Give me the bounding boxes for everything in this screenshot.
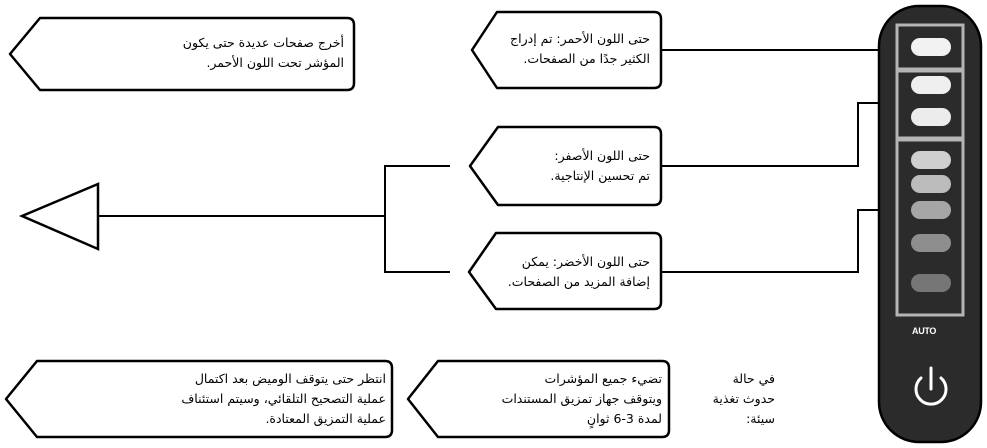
- control-panel: [877, 4, 983, 444]
- arrow-head: [18, 182, 100, 251]
- connector-lines: [98, 49, 880, 273]
- callout-wait-shape: [4, 359, 394, 439]
- indicator-light: [911, 76, 951, 94]
- callout-wait-text: انتظر حتى يتوقف الوميض بعد اكتمال عملية …: [181, 371, 386, 426]
- callout-red-text: حتى اللون الأحمر: تم إدراج الكثير جدًا م…: [510, 31, 650, 66]
- callout-all-lit-text: تضيء جميع المؤشرات ويتوقف جهاز تمزيق الم…: [501, 371, 662, 426]
- indicator-light: [911, 201, 951, 219]
- auto-label: AUTO: [912, 326, 937, 336]
- callout-red-shape: [470, 10, 663, 90]
- callout-all-lit-shape: [406, 359, 671, 439]
- bracket-lines: [384, 165, 450, 273]
- indicator-light: [911, 175, 951, 193]
- callout-remove-shape: [8, 16, 356, 92]
- callout-green-shape: [467, 231, 663, 311]
- panel-body: [877, 4, 983, 444]
- power-icon: [914, 376, 948, 406]
- indicator-lights: [911, 38, 951, 292]
- indicator-light: [911, 108, 951, 126]
- indicator-light: [911, 274, 951, 292]
- power-button[interactable]: [907, 364, 955, 412]
- callout-yellow-text: حتى اللون الأصفر: تم تحسين الإنتاجية.: [550, 148, 650, 183]
- callout-yellow-shape: [468, 125, 663, 207]
- connector-green: [660, 209, 880, 273]
- connector-yellow: [660, 102, 880, 167]
- indicator-light: [911, 38, 951, 56]
- indicator-group-green: [895, 138, 965, 317]
- callout-remove-text: أخرج صفحات عديدة حتى يكون المؤشر تحت الل…: [182, 35, 344, 70]
- indicator-light: [911, 151, 951, 169]
- callout-shapes: [4, 10, 671, 439]
- indicator-group-red: [895, 23, 965, 71]
- bad-feed-label: في حالة حدوث تغذية سيئة:: [712, 371, 775, 426]
- indicator-light: [911, 234, 951, 252]
- callout-green-text: حتى اللون الأخضر: يمكن إضافة المزيد من ا…: [507, 254, 650, 289]
- indicator-group-yellow: [895, 69, 965, 140]
